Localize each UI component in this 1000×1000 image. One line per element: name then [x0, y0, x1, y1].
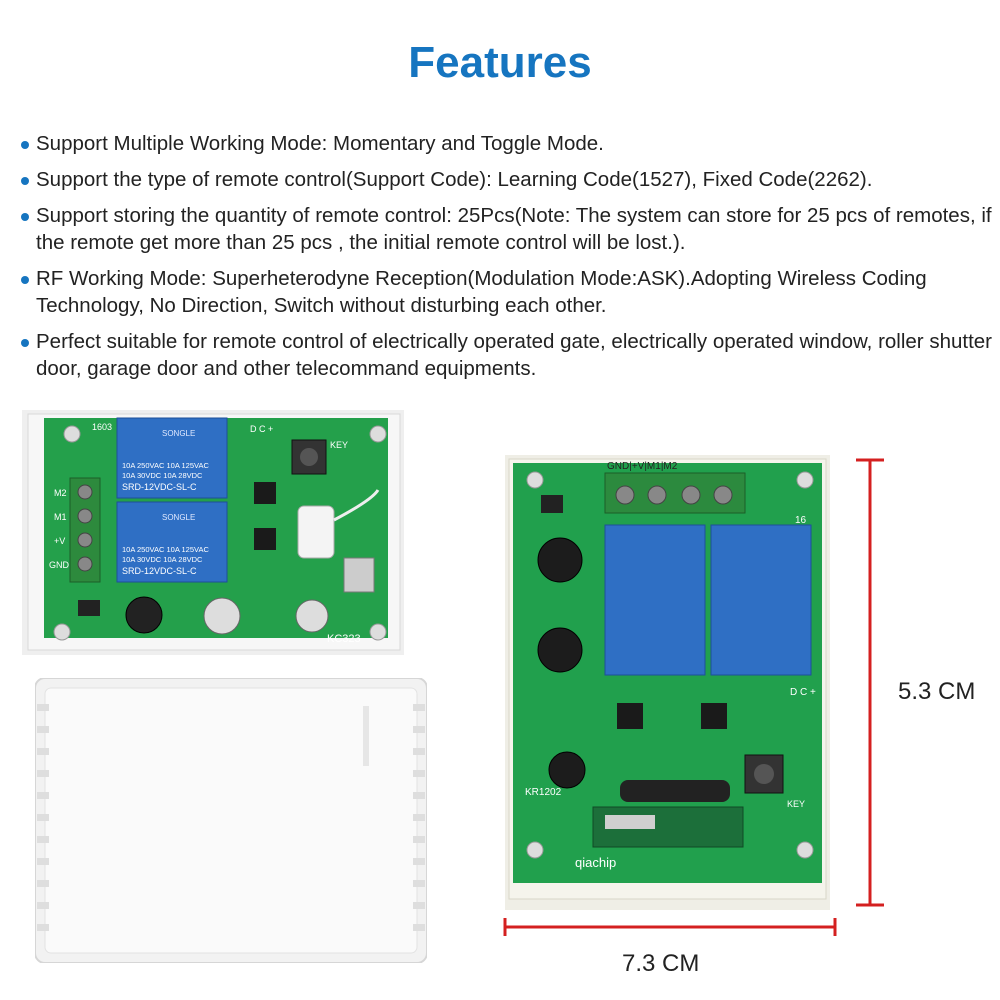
- relay-top: SONGLE 10A 250VAC 10A 125VAC 10A 30VDC 1…: [116, 417, 228, 499]
- page-title: Features: [408, 38, 592, 87]
- width-dimension-line: [503, 918, 837, 936]
- height-dimension-label: 5.3 CM: [898, 678, 976, 705]
- relay-spec: 10A 30VDC 10A 28VDC: [122, 555, 203, 564]
- brand-label: qiachip: [575, 855, 616, 870]
- terminal-labels: GND|+V|M1|M2: [607, 461, 678, 472]
- board-code: 1603: [92, 422, 112, 432]
- board-model: KR1202: [525, 787, 562, 798]
- relay-spec: 10A 250VAC 10A 125VAC: [122, 545, 209, 554]
- antenna-coil: [297, 505, 335, 559]
- enclosure-lid-photo: [35, 678, 427, 963]
- list-item: Perfect suitable for remote control of e…: [18, 328, 993, 382]
- list-item: Support storing the quantity of remote c…: [18, 202, 993, 256]
- receiver-board-top-photo: SONGLE 10A 250VAC 10A 125VAC 10A 30VDC 1…: [22, 410, 404, 655]
- terminal-label: M1: [54, 512, 67, 522]
- width-dimension-label: 7.3 CM: [622, 950, 700, 977]
- key-label: KEY: [787, 799, 805, 809]
- antenna-coil: [620, 780, 730, 802]
- list-item: Support Multiple Working Mode: Momentary…: [18, 130, 993, 157]
- relay-brand: SONGLE: [162, 429, 195, 438]
- bullet-icon: [21, 339, 29, 347]
- relay-bottom: SONGLE 10A 250VAC 10A 125VAC 10A 30VDC 1…: [116, 501, 228, 583]
- relay-model: SRD-12VDC-SL-C: [122, 482, 197, 492]
- relay-left: [604, 524, 706, 676]
- terminal-label: M2: [54, 488, 67, 498]
- relay-spec: 10A 250VAC 10A 125VAC: [122, 461, 209, 470]
- bullet-icon: [21, 177, 29, 185]
- key-label: KEY: [330, 440, 348, 450]
- pin-labels: D C +: [250, 424, 273, 434]
- list-item: RF Working Mode: Superheterodyne Recepti…: [18, 265, 993, 319]
- feature-list: Support Multiple Working Mode: Momentary…: [18, 130, 993, 391]
- bullet-icon: [21, 141, 29, 149]
- bullet-icon: [21, 213, 29, 221]
- relay-right: [710, 524, 812, 676]
- board-code: 16: [795, 515, 807, 526]
- relay-model: SRD-12VDC-SL-C: [122, 566, 197, 576]
- relay-spec: 10A 30VDC 10A 28VDC: [122, 471, 203, 480]
- board-model: KC323: [327, 633, 361, 645]
- list-item: Support the type of remote control(Suppo…: [18, 166, 993, 193]
- receiver-board-dimension-photo: GND|+V|M1|M2 16 D C + KEY KR1202 qiachip: [505, 455, 830, 910]
- terminal-label: GND: [49, 560, 70, 570]
- terminal-label: +V: [54, 536, 65, 546]
- height-dimension-line: [856, 458, 884, 907]
- bullet-icon: [21, 276, 29, 284]
- pin-labels: D C +: [790, 687, 816, 698]
- relay-brand: SONGLE: [162, 513, 195, 522]
